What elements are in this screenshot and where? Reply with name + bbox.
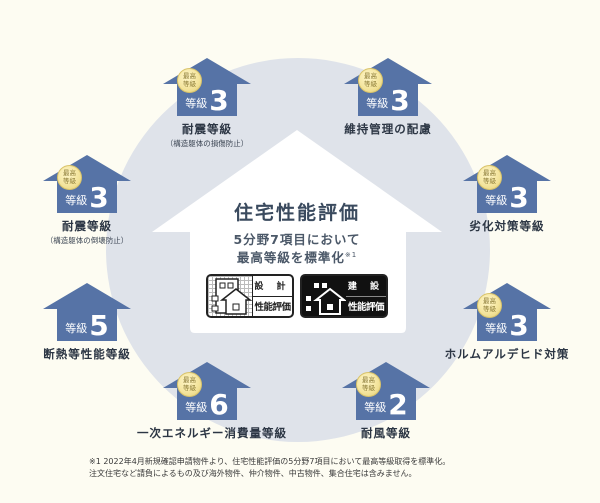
item-title: 劣化対策等級 xyxy=(469,219,545,233)
center-subtitle-line1: 5分野7項目において xyxy=(233,232,361,247)
top-grade-badge: 最高等級 xyxy=(477,293,502,318)
construction-evaluation-logo: 建 設 性能評価 xyxy=(300,274,388,318)
item-title: 耐震等級 xyxy=(62,219,112,233)
top-grade-badge: 最高等級 xyxy=(358,68,383,93)
top-grade-badge: 最高等級 xyxy=(57,165,82,190)
house-icon xyxy=(43,283,131,341)
center-house-panel: 住宅性能評価 5分野7項目において 最高等級を標準化※1 設 計 性能評価 xyxy=(150,128,444,334)
building-house-icon xyxy=(302,276,346,316)
top-grade-badge: 最高等級 xyxy=(477,165,502,190)
center-title: 住宅性能評価 xyxy=(233,202,360,224)
item-title: 耐風等級 xyxy=(361,426,411,440)
top-grade-badge: 最高等級 xyxy=(177,68,202,93)
design-evaluation-logo: 設 計 性能評価 xyxy=(206,274,294,318)
item-title: 一次エネルギー消費量等級 xyxy=(137,426,287,440)
item-subtitle: （構造躯体の損傷防止） xyxy=(165,139,249,148)
evaluation-logos: 設 計 性能評価 建 設 性能評価 xyxy=(206,274,388,318)
item-title: 維持管理の配慮 xyxy=(344,122,432,136)
top-grade-badge: 最高等級 xyxy=(356,372,381,397)
footnote: ※1 2022年4月新規確認申請物件より、住宅性能評価の5分野7項目において最高… xyxy=(89,456,450,480)
item-title: 耐震等級 xyxy=(182,122,232,136)
building-house-icon xyxy=(208,276,252,316)
item-subtitle: （構造躯体の倒壊防止） xyxy=(45,236,129,245)
footnote-line2: 注文住宅など請負によるもの及び海外物件、仲介物件、中古物件、集合住宅は含みません… xyxy=(89,469,417,478)
footnote-line1: ※1 2022年4月新規確認申請物件より、住宅性能評価の5分野7項目において最高… xyxy=(89,457,451,466)
item-title: ホルムアルデヒド対策 xyxy=(444,347,570,361)
top-grade-badge: 最高等級 xyxy=(177,372,202,397)
center-subtitle-line2: 最高等級を標準化※1 xyxy=(236,250,358,265)
item-title: 断熱等性能等級 xyxy=(43,347,131,361)
